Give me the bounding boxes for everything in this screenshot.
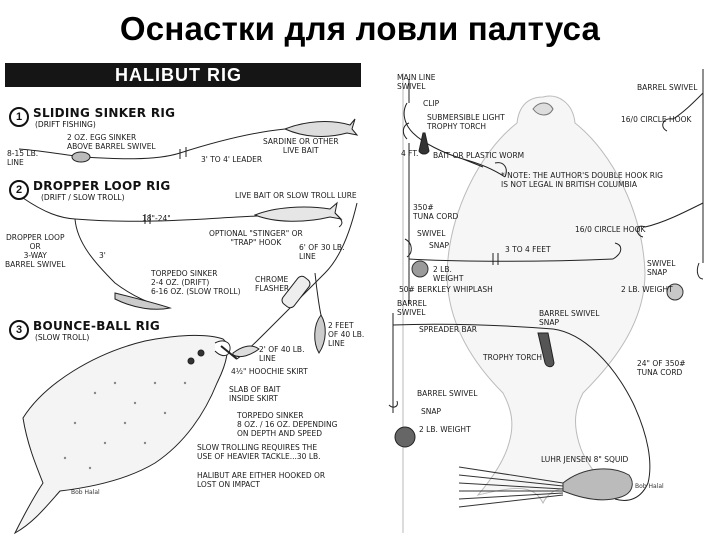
label-squid: LUHR JENSEN 8" SQUID (541, 455, 629, 464)
signature-right: Bob Halal (635, 483, 664, 490)
label-spreader-bar: SPREADER BAR (419, 325, 477, 334)
label-swivel-snap: SWIVEL SNAP (647, 259, 676, 277)
halibut-rig-illustration: HALIBUT RIG (5, 63, 365, 535)
label-clip: CLIP (423, 99, 440, 108)
rig-number-3: 3 (9, 320, 29, 340)
label-line-40b: 2 FEET OF 40 LB. LINE (328, 321, 365, 348)
rig-number-1: 1 (9, 107, 29, 127)
spreader-bar (392, 323, 554, 330)
squid-lure (562, 468, 633, 501)
chrome-flasher (281, 275, 311, 309)
label-dropper-loop: DROPPER LOOP OR 3-WAY BARREL SWIVEL (5, 233, 66, 269)
hoochie-skirt (232, 345, 260, 358)
right-rig-drawing (388, 69, 704, 533)
page-title: Оснастки для ловли палтуса (119, 10, 601, 47)
note-slow-trolling: SLOW TROLLING REQUIRES THE USE OF HEAVIE… (197, 443, 321, 461)
label-line-8-15: 8-15 LB. LINE (7, 149, 39, 167)
halibut-fish-left (13, 334, 228, 535)
label-torpedo-1: TORPEDO SINKER 2-4 OZ. (DRIFT) 6-16 OZ. … (151, 269, 241, 296)
left-rig-drawing (13, 118, 359, 535)
label-barrel-swivel-snap: BARREL SWIVEL SNAP (539, 309, 600, 327)
double-hook-rig-illustration: MAIN LINE SWIVEL CLIP SUBMERSIBLE LIGHT … (383, 63, 715, 535)
label-live-bait-lure: LIVE BAIT OR SLOW TROLL LURE (235, 191, 357, 200)
live-bait-lure (253, 201, 343, 222)
label-slab-bait: SLAB OF BAIT INSIDE SKIRT (229, 385, 281, 403)
whiplash-leader (408, 258, 614, 262)
trap-hook (334, 212, 343, 228)
label-line-30: 6' OF 30 LB. LINE (299, 243, 345, 261)
label-whiplash: 50# BERKLEY WHIPLASH (399, 285, 493, 294)
label-circle-hook-b: 16/0 CIRCLE HOOK (575, 225, 646, 234)
rig-title-2: DROPPER LOOP RIG (33, 179, 171, 193)
squid-leader (552, 328, 651, 501)
label-barrel-swivel-left: BARREL SWIVEL (397, 299, 427, 317)
banner: HALIBUT RIG (5, 63, 361, 87)
label-torch-1: SUBMERSIBLE LIGHT TROPHY TORCH (427, 113, 505, 131)
rig-subtitle-1: (DRIFT FISHING) (35, 120, 96, 129)
label-snap: SNAP (429, 241, 450, 250)
label-tuna-cord-2: 24" OF 350# TUNA CORD (637, 359, 686, 377)
weight-2lb-b (666, 283, 684, 301)
label-bait-worm: BAIT OR PLASTIC WORM (433, 151, 525, 160)
label-egg-sinker: 2 OZ. EGG SINKER ABOVE BARREL SWIVEL (67, 133, 156, 151)
label-stinger: OPTIONAL "STINGER" OR "TRAP" HOOK (209, 229, 303, 247)
rig-title-3: BOUNCE-BALL RIG (33, 319, 161, 333)
note-hooked-or-lost: HALIBUT ARE EITHER HOOKED OR LOST ON IMP… (197, 471, 326, 489)
label-weight-2lb-a: 2 lb. WEIGHT (433, 265, 464, 283)
label-weight-2lb-b: 2 lb. WEIGHT (621, 285, 673, 294)
rig-subtitle-2: (DRIFT / SLOW TROLL) (41, 193, 125, 202)
label-weight-2lb-c: 2 lb. WEIGHT (419, 425, 471, 434)
trophy-torch-2 (537, 332, 555, 368)
label-circle-hook-a: 16/0 CIRCLE HOOK (621, 115, 692, 124)
label-tuna-cord-1: 350# TUNA CORD (413, 203, 459, 221)
torpedo-sinker-1 (114, 292, 172, 310)
label-sardine: SARDINE OR OTHER LIVE BAIT (263, 137, 339, 155)
label-leader: 3' TO 4' LEADER (201, 155, 263, 164)
label-legal-note: * NOTE: THE AUTHOR'S DOUBLE HOOK RIG IS … (501, 171, 663, 189)
banner-title: HALIBUT RIG (115, 65, 242, 85)
sardine-bait (283, 118, 359, 137)
halibut-mouth (532, 102, 554, 116)
label-barrel-swivel-2: BARREL SWIVEL (417, 389, 478, 398)
label-snap-2: SNAP (421, 407, 442, 416)
rig-subtitle-3: (SLOW TROLL) (35, 333, 90, 342)
label-len-3-4-ft: 3 TO 4 FEET (505, 245, 551, 254)
trophy-torch-1 (418, 132, 430, 155)
rig2-line (22, 197, 306, 222)
halibut-fish-right (446, 95, 646, 505)
weight-2lb-c (394, 426, 416, 448)
label-len-18: 18"-24" (142, 214, 171, 223)
rig-title-1: SLIDING SINKER RIG (33, 106, 176, 120)
label-len-3: 3' (99, 251, 106, 260)
label-swivel: SWIVEL (417, 229, 446, 238)
label-main-line-swivel: MAIN LINE SWIVEL (397, 73, 436, 91)
label-line-40a: 2' OF 40 LB. LINE (259, 345, 305, 363)
label-torch-2: TROPHY TORCH (483, 353, 543, 362)
rig-number-2: 2 (9, 180, 29, 200)
weight-2lb-a (411, 260, 429, 278)
label-barrel-swivel-top: BARREL SWIVEL (637, 83, 698, 92)
egg-sinker (71, 151, 91, 163)
signature-left: Bob Halal (71, 489, 100, 496)
rig1-line (18, 128, 286, 160)
label-len-4ft: 4 ft. (401, 149, 419, 158)
label-chrome-flasher: CHROME FLASHER (255, 275, 290, 293)
label-torpedo-2: TORPEDO SINKER 8 OZ. / 16 OZ. DEPENDING … (237, 411, 338, 438)
label-hoochie: 4½" HOOCHIE SKIRT (231, 367, 308, 376)
torpedo-sinker-2 (314, 314, 326, 354)
